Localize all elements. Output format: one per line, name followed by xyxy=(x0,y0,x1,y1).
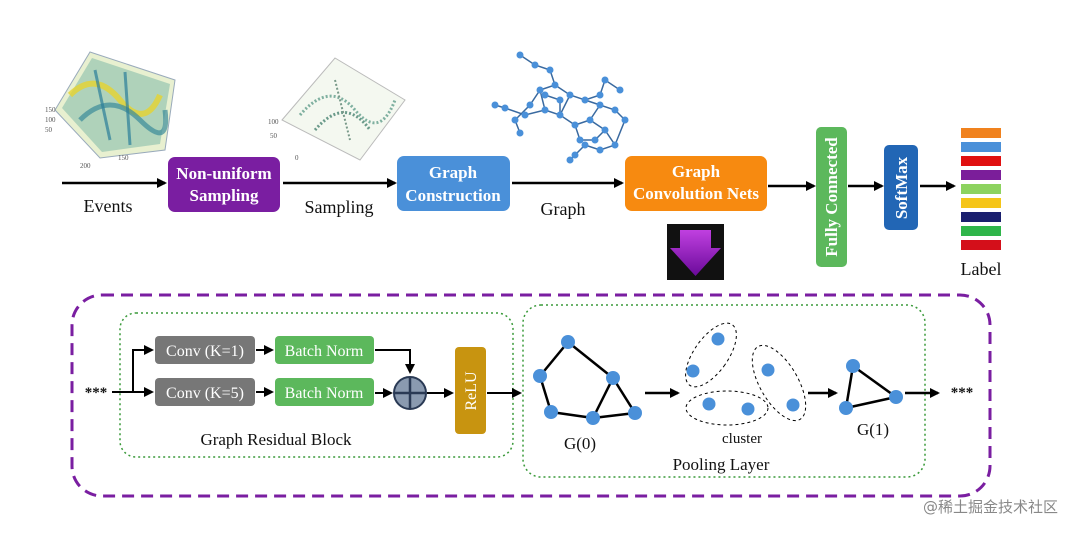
detail-panel-border xyxy=(70,293,992,498)
svg-text:150: 150 xyxy=(45,106,56,114)
label-color-bar xyxy=(961,198,1001,208)
events-pointcloud-image: 150 100 50 200 150 xyxy=(45,51,176,170)
gcn-label-line1: Graph xyxy=(672,162,721,181)
conv-k1-box: Conv (K=1) xyxy=(155,336,255,364)
graph-g0 xyxy=(533,335,642,425)
conv-k5-box: Conv (K=5) xyxy=(155,378,255,406)
nonuniform-label-line2: Sampling xyxy=(190,186,259,205)
sampling-caption: Sampling xyxy=(304,197,373,217)
g0-caption: G(0) xyxy=(564,434,596,453)
events-caption: Events xyxy=(84,196,133,216)
label-color-bar xyxy=(961,128,1001,138)
pooling-layer-caption: Pooling Layer xyxy=(673,455,770,474)
batchnorm-2-box: Batch Norm xyxy=(275,378,374,406)
label-caption: Label xyxy=(961,259,1002,279)
graph-caption: Graph xyxy=(541,199,586,219)
watermark: @稀土掘金技术社区 xyxy=(923,498,1058,516)
label-color-bars xyxy=(961,128,1001,250)
fully-connected-label: Fully Connected xyxy=(822,137,841,257)
batchnorm-1-box: Batch Norm xyxy=(275,336,374,364)
label-color-bar xyxy=(961,170,1001,180)
softmax-label: SoftMax xyxy=(892,156,911,219)
add-circle-icon xyxy=(393,376,427,410)
label-color-bar xyxy=(961,156,1001,166)
label-color-bar xyxy=(961,240,1001,250)
conv-k1-label: Conv (K=1) xyxy=(166,343,244,360)
batchnorm-2-label: Batch Norm xyxy=(285,385,364,402)
expand-down-arrow-icon xyxy=(667,224,724,280)
sampling-pointcloud-image: 100 50 0 xyxy=(268,57,406,162)
svg-text:150: 150 xyxy=(118,154,129,162)
cluster-caption: cluster xyxy=(722,431,762,447)
label-color-bar xyxy=(961,142,1001,152)
construction-label-line2: Construction xyxy=(405,186,501,205)
label-color-bar xyxy=(961,212,1001,222)
graph-g1 xyxy=(839,359,903,415)
ellipsis-right: *** xyxy=(951,385,974,401)
fully-connected-box: Fully Connected xyxy=(816,127,847,267)
svg-text:100: 100 xyxy=(45,116,56,124)
nonuniform-sampling-box: Non-uniform Sampling xyxy=(168,157,280,212)
svg-text:100: 100 xyxy=(268,118,279,126)
svg-text:50: 50 xyxy=(45,126,53,134)
ellipsis-left: *** xyxy=(85,385,108,401)
gcn-label-line2: Convolution Nets xyxy=(633,184,759,203)
pooling-layer-border xyxy=(522,304,926,478)
gcn-box: Graph Convolution Nets xyxy=(625,156,767,211)
softmax-box: SoftMax xyxy=(884,145,918,230)
residual-block-border xyxy=(119,312,514,458)
batchnorm-1-label: Batch Norm xyxy=(285,343,364,360)
svg-text:200: 200 xyxy=(80,162,91,170)
construction-label-line1: Graph xyxy=(429,163,478,182)
graph-illustration xyxy=(494,54,626,161)
g1-caption: G(1) xyxy=(857,420,889,439)
relu-box: ReLU xyxy=(455,347,486,434)
cluster-groups xyxy=(685,322,807,426)
svg-text:0: 0 xyxy=(295,154,299,162)
residual-block-caption: Graph Residual Block xyxy=(200,430,352,449)
relu-label: ReLU xyxy=(463,371,480,411)
graph-illustration-nodes xyxy=(491,51,629,164)
residual-arrows xyxy=(112,345,522,398)
label-color-bar xyxy=(961,184,1001,194)
graph-construction-box: Graph Construction xyxy=(397,156,510,211)
label-color-bar xyxy=(961,226,1001,236)
svg-text:50: 50 xyxy=(270,132,278,140)
nonuniform-label-line1: Non-uniform xyxy=(176,164,271,183)
conv-k5-label: Conv (K=5) xyxy=(166,385,244,402)
